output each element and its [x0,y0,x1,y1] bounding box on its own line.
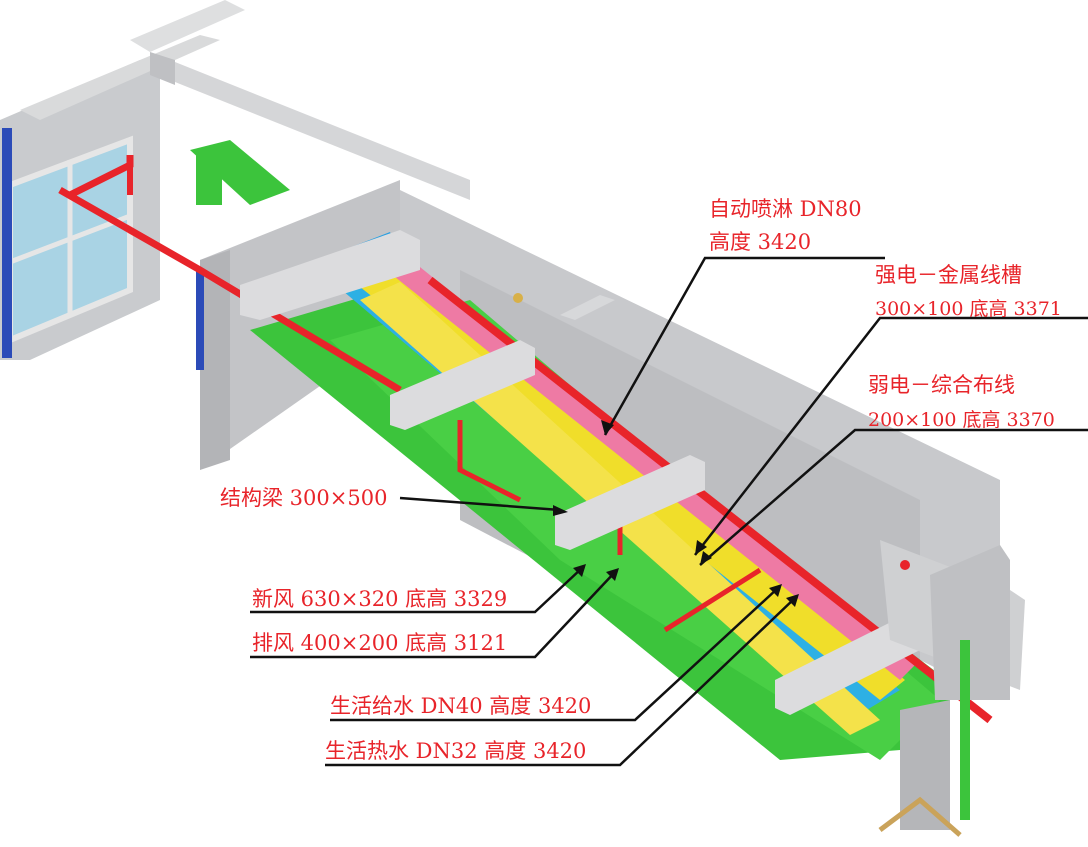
arrow-fresh [573,564,586,577]
leader-beam [399,496,561,512]
label-fresh-air: 新风 630×320 底高 3329 [252,587,508,611]
label-sprinkler-line2: 高度 3420 [709,230,812,254]
arrow-hot [786,594,799,607]
upper-beams [130,0,470,200]
label-water-supply: 生活给水 DN40 高度 3420 [330,694,592,718]
arrow-weak [700,551,712,565]
cross-beams [240,230,1025,715]
leader-weak [699,428,1088,566]
leader-strong [694,316,1088,556]
leader-fresh [250,567,583,614]
arrow-heads [553,420,799,607]
arrow-water [769,584,782,597]
label-beam: 结构梁 300×500 [220,486,388,510]
arrow-strong [695,540,707,555]
arrow-beam [553,505,568,516]
arrow-exhaust [606,568,619,581]
label-exhaust: 排风 400×200 底高 3121 [252,631,508,655]
label-sprinkler-line1: 自动喷淋 DN80 [709,197,862,221]
label-weak-line2: 200×100 底高 3370 [868,409,1055,431]
leader-water [330,587,779,722]
arrow-sprinkler [601,420,614,435]
label-strong-line2: 300×100 底高 3371 [875,298,1062,320]
leader-sprinkler [603,256,885,436]
label-strong-line1: 强电－金属线槽 [875,263,1022,287]
supports [513,293,970,837]
label-weak-line1: 弱电－综合布线 [868,373,1015,397]
leader-hot [325,597,796,767]
label-hot-water: 生活热水 DN32 高度 3420 [325,739,587,763]
window-wall [0,35,220,360]
leader-lines [250,256,1088,767]
leader-exhaust [250,571,616,659]
